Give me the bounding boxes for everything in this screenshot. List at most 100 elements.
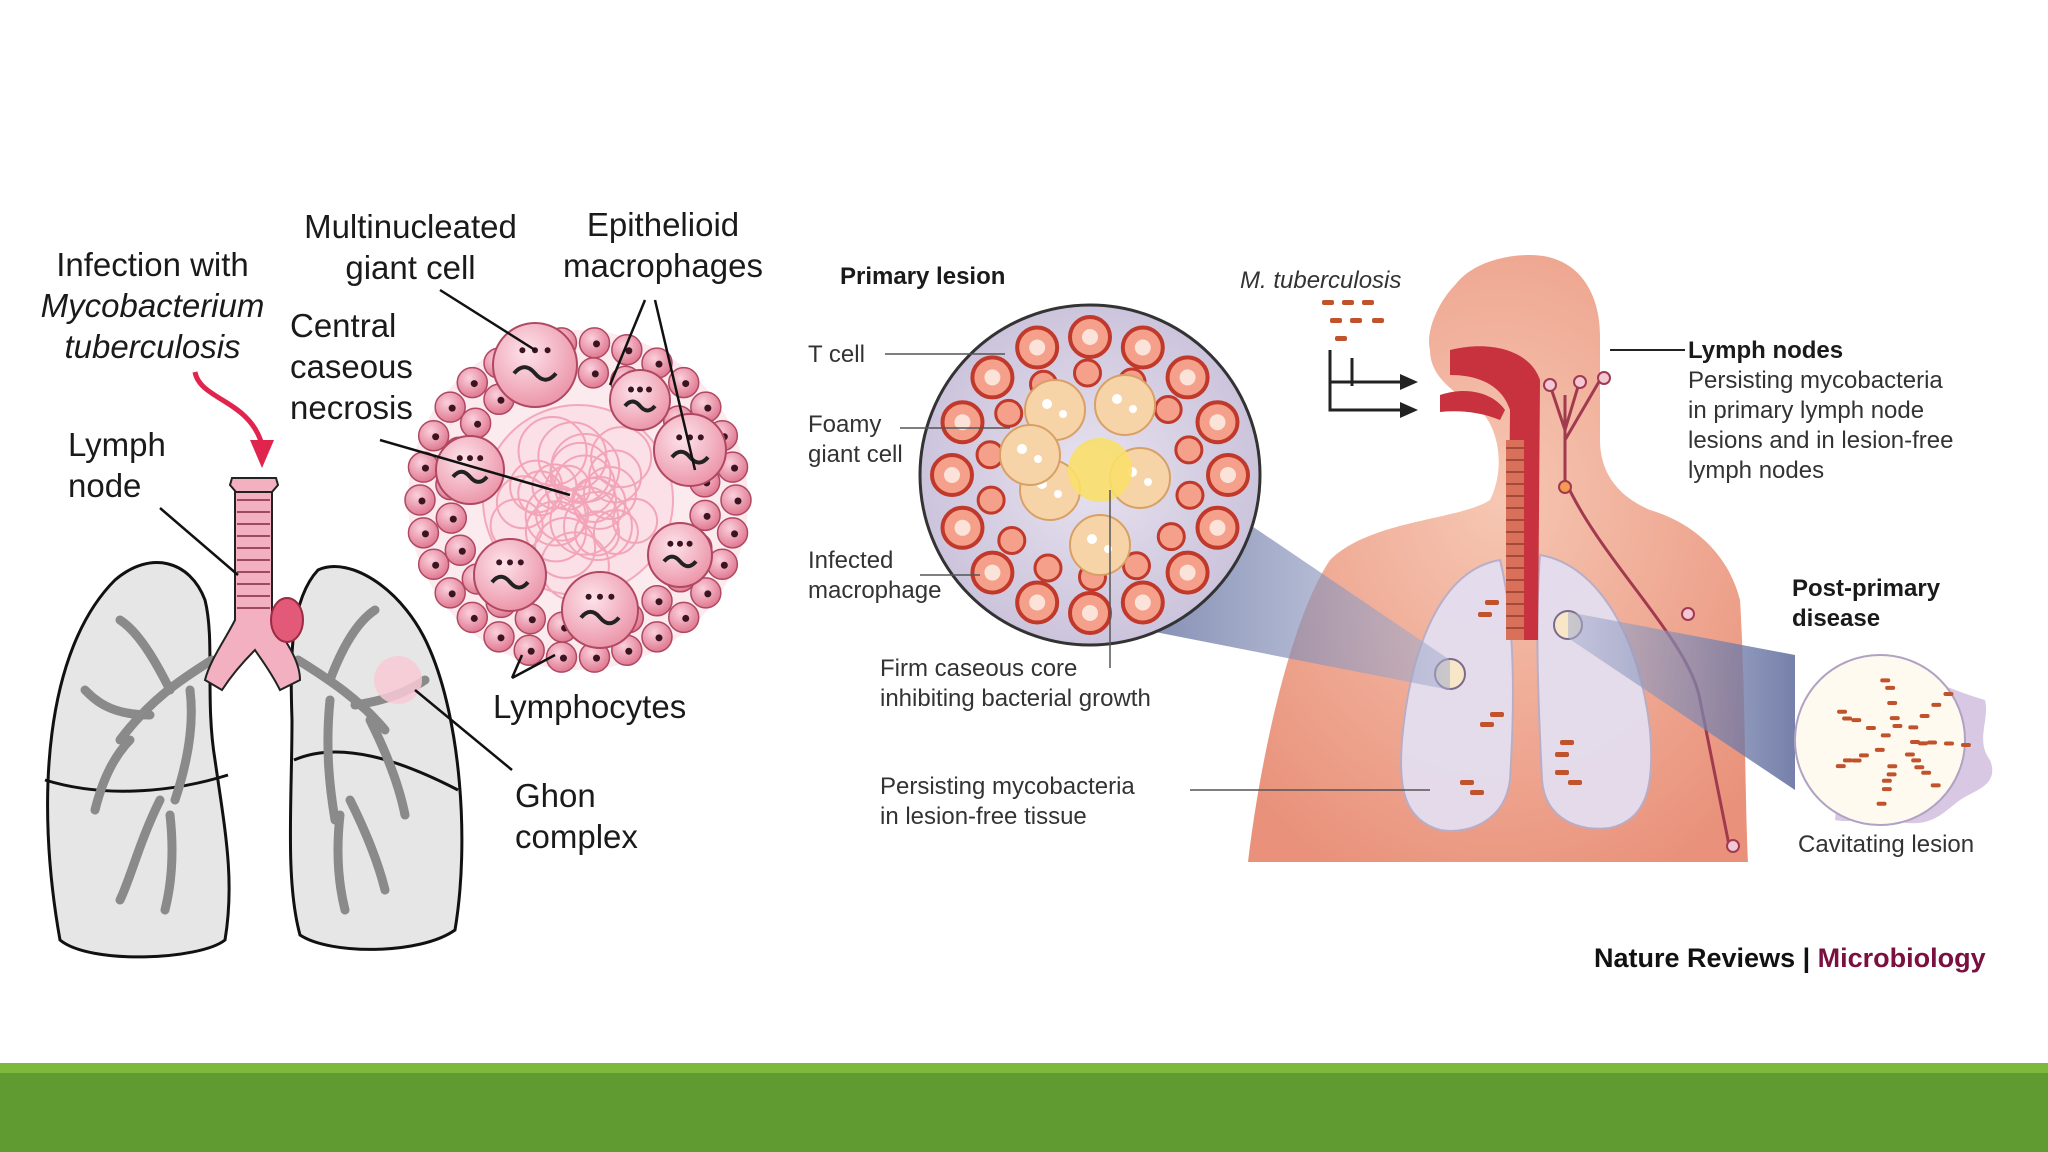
cavity-bacillus (1865, 725, 1876, 730)
airborne-bacillus (1335, 336, 1347, 341)
macrophage-nuclei (451, 469, 489, 484)
cavity-bacillus (1880, 678, 1891, 683)
epithelioid-macrophage (647, 522, 713, 588)
macrophage-nuclei (512, 365, 558, 382)
lymphocyte-nucleus (704, 590, 712, 598)
t-cell (1175, 480, 1205, 510)
lymphocyte-nucleus (432, 561, 440, 569)
bronchial-tree-left (80, 615, 217, 915)
lymphocyte-nucleus (720, 561, 728, 569)
foam-vacuole (1112, 394, 1122, 404)
macrophage-nuclei (490, 574, 530, 590)
airborne-bacillus (1330, 318, 1342, 323)
giant-cell-line-2: giant cell (345, 249, 476, 286)
cavity-bacillus (1885, 685, 1896, 690)
macrophage-core (1082, 329, 1098, 345)
lymphocyte-nucleus (421, 530, 429, 538)
caseous-line-2: inhibiting bacterial growth (880, 685, 1151, 712)
necrosis-ring (550, 433, 621, 504)
airborne-bacillus (1322, 300, 1334, 305)
cavitating-lesion-label: Cavitating lesion (1798, 831, 1975, 858)
macrophage-core (1134, 339, 1151, 356)
cavity-bacillus (1887, 764, 1898, 769)
macrophage-core (1220, 467, 1236, 483)
left-lungs-illustration (44, 371, 513, 959)
t-cell (1174, 435, 1204, 465)
inhalation-arrows (1328, 350, 1405, 412)
airborne-bacillus (1342, 300, 1354, 305)
persisting-line-2: in lesion-free tissue (880, 803, 1087, 830)
foam-vacuole (1104, 545, 1112, 553)
cavity-bacillus (1917, 741, 1928, 746)
epithelioid-macrophage (561, 571, 639, 649)
giant-cell-nucleus (686, 540, 693, 547)
cavity-bacillus (1914, 765, 1925, 770)
lymphocyte-nucleus (703, 512, 711, 520)
lymphocyte-nucleus (704, 404, 712, 412)
bronchial-tree-right (293, 605, 430, 915)
lymph-nodes-desc-3: lesions and in lesion-free (1688, 427, 1954, 454)
infection-label: Infection with Mycobacterium tuberculosi… (30, 244, 275, 367)
giant-cell-nucleus (517, 559, 524, 566)
trachea-rings (1506, 440, 1524, 640)
cavity-bacillus (1886, 772, 1897, 777)
body-illustration (1248, 255, 1748, 862)
giant-cell-nucleus (544, 347, 551, 354)
necrosis-ring (592, 508, 639, 555)
cavity-bacillus (1960, 742, 1971, 747)
macrophage-nuclei (623, 399, 657, 413)
macrophage-nuclei (662, 554, 698, 569)
bacillus (1470, 790, 1484, 795)
journal-name: Nature Reviews (1594, 943, 1796, 973)
epithelioid-line-1: Epithelioid (586, 206, 740, 243)
lymphocyte-nucleus (682, 380, 690, 388)
cavity-bacillus (1858, 753, 1869, 758)
m-tuberculosis-label: M. tuberculosis (1240, 267, 1402, 294)
cavity-bacillus (1874, 747, 1885, 752)
cavity-bacillus (1842, 716, 1853, 721)
macrophage-core (1209, 414, 1226, 431)
foam-vacuole (1059, 410, 1067, 418)
lymphocyte-nucleus (448, 404, 456, 412)
necrosis-line-1: Central (290, 307, 397, 344)
necrosis-ring (583, 465, 638, 520)
cavity-bacillus (1926, 740, 1937, 745)
necrosis-ring (524, 500, 587, 563)
epithelioid-line-2: macrophages (563, 247, 763, 284)
necrosis-ring (572, 475, 627, 530)
lymph-nodes-title: Lymph nodes (1688, 337, 1844, 364)
epithelioid-macrophage (473, 538, 547, 612)
lymphocyte-nucleus (655, 360, 663, 368)
lymphocyte-nucleus (497, 634, 505, 642)
lymphocyte-nucleus (593, 654, 601, 662)
giant-cell-nucleus (637, 386, 643, 393)
cavitating-lesion (1794, 654, 1993, 826)
foam-vacuole (1034, 455, 1042, 463)
macrophage-core (1179, 369, 1196, 386)
giant-cell-nucleus (496, 559, 503, 566)
lymphocyte-nucleus (731, 530, 739, 538)
caseous-core-label: Firm caseous core inhibiting bacterial g… (880, 654, 1151, 714)
necrosis-label: Central caseous necrosis (290, 305, 413, 428)
right-lung-fissure (293, 750, 459, 792)
macrophage-core (1029, 339, 1046, 356)
epithelioid-macrophage (492, 322, 578, 408)
cavity-bacillus (1931, 702, 1942, 707)
foam-vacuole (1129, 405, 1137, 413)
cavity-bacillus (1943, 692, 1954, 697)
epithelioid-macrophage (435, 435, 505, 505)
giant-cell-nucleus (456, 455, 463, 462)
lymph-nodes-label: Lymph nodes Persisting mycobacteria in p… (1688, 336, 1954, 486)
lymphocyte-nucleus (432, 433, 440, 441)
macrophage-core (984, 564, 1001, 581)
lymphocyte-nucleus (625, 347, 633, 355)
giant-cell-nucleus (477, 455, 484, 462)
bacillus (1460, 780, 1474, 785)
giant-cell-nucleus (519, 347, 526, 354)
foam-vacuole (1017, 444, 1027, 454)
foamy-giant-cell (1069, 514, 1131, 576)
body-left-lung (1400, 558, 1514, 832)
cavity-bacillus (1943, 741, 1954, 746)
infection-arrowhead-icon (250, 440, 274, 468)
